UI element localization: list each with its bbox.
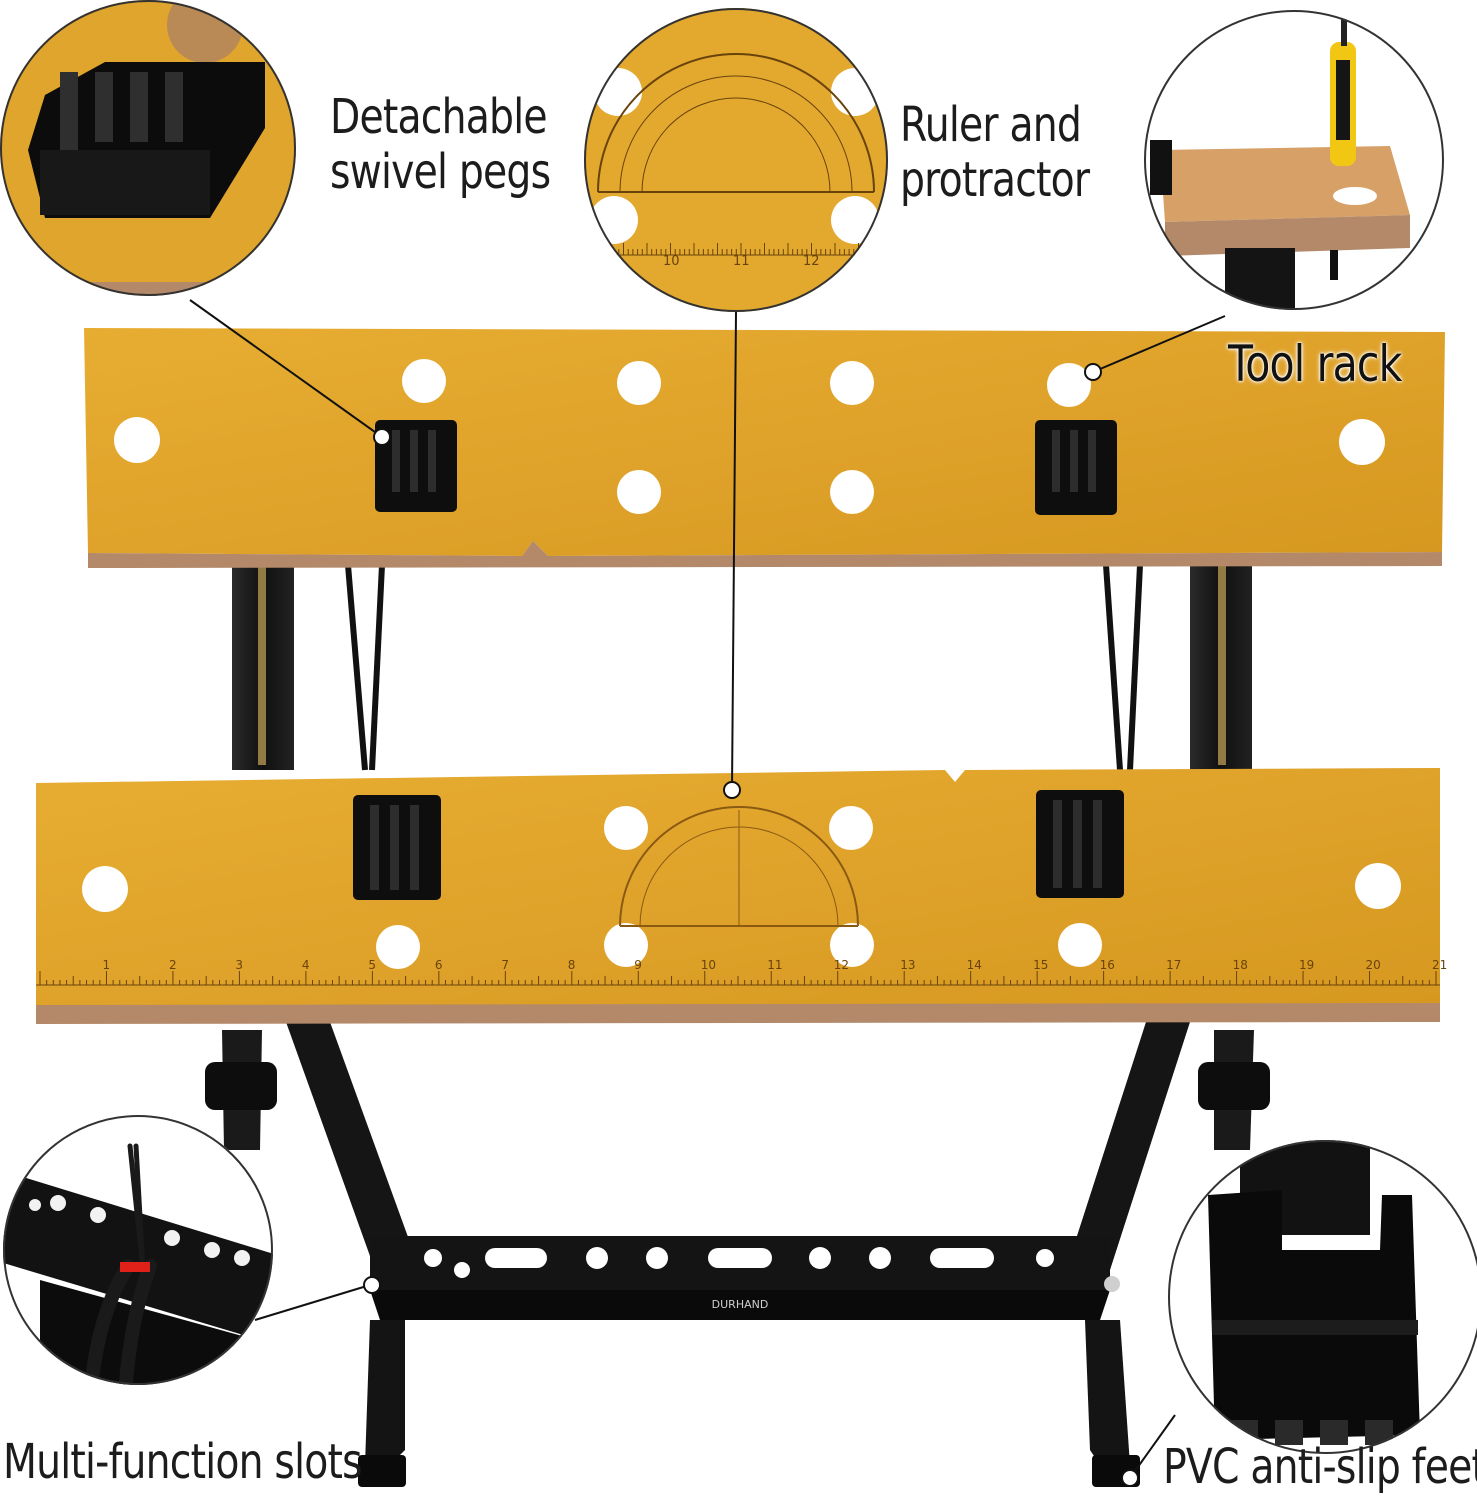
ruler-number: 1: [102, 958, 110, 972]
ruler-number: 9: [634, 958, 642, 972]
ruler-number: 2: [169, 958, 177, 972]
ruler-number: 12: [834, 958, 849, 972]
inset-protractor: 10 11 12: [584, 8, 888, 312]
ruler-number: 20: [1366, 958, 1381, 972]
ruler-label-line1: Ruler and: [900, 97, 1082, 153]
inset-multi-function-slots: [3, 1115, 273, 1385]
swivel-pegs-line1: Detachable: [330, 89, 548, 145]
inset-swivel-peg: [0, 0, 296, 296]
protractor-marking: [619, 806, 859, 927]
ruler-number: 14: [967, 958, 982, 972]
swivel-peg-lower-right: [1036, 790, 1124, 898]
ruler-inset-num: 10: [663, 254, 680, 269]
pliers-icon: [85, 1143, 157, 1385]
ruler-number: 19: [1299, 958, 1314, 972]
upper-work-surface: [84, 328, 1445, 568]
ruler-number: 16: [1100, 958, 1115, 972]
ruler-number: 18: [1233, 958, 1248, 972]
ruler-number: 21: [1432, 958, 1447, 972]
swivel-pegs-line2: swivel pegs: [330, 144, 551, 201]
swivel-pegs-label: Detachable swivel pegs: [330, 89, 551, 201]
swivel-peg-upper-right: [1035, 420, 1117, 515]
multi-function-slots-label: Multi-function slots: [3, 1434, 363, 1490]
inset-pvc-foot: [1168, 1140, 1477, 1454]
ruler-number: 3: [235, 958, 243, 972]
inset-tool-rack: [1144, 10, 1444, 310]
ruler-label-line2: protractor: [900, 152, 1090, 209]
brand-mark: DURHAND: [712, 1298, 769, 1311]
ruler-number: 10: [701, 958, 716, 972]
ruler-number: 4: [302, 958, 310, 972]
callout-lines: [189, 299, 1226, 1487]
tool-rack-label: Tool rack: [1228, 335, 1402, 393]
rubber-peg-icon: [28, 62, 265, 218]
ruler-number: 11: [767, 958, 782, 972]
swivel-peg-lower-left: [353, 795, 441, 900]
protractor-icon: [597, 53, 875, 193]
swivel-peg-upper-left: [375, 420, 457, 512]
ruler-number: 13: [900, 958, 915, 972]
steel-frame: DURHAND: [205, 560, 1270, 1487]
ruler-inset-num: 11: [733, 254, 750, 269]
ruler-number: 8: [568, 958, 576, 972]
pvc-feet-label: PVC anti-slip feet: [1163, 1439, 1477, 1495]
ruler-number: 5: [368, 958, 376, 972]
ruler-number: 6: [435, 958, 443, 972]
ruler-protractor-label: Ruler and protractor: [900, 97, 1090, 209]
ruler-number: 15: [1033, 958, 1048, 972]
screwdriver-icon: [1330, 14, 1356, 166]
ruler-number: 17: [1166, 958, 1181, 972]
ruler-number: 7: [501, 958, 509, 972]
ruler-inset-num: 12: [803, 254, 820, 269]
